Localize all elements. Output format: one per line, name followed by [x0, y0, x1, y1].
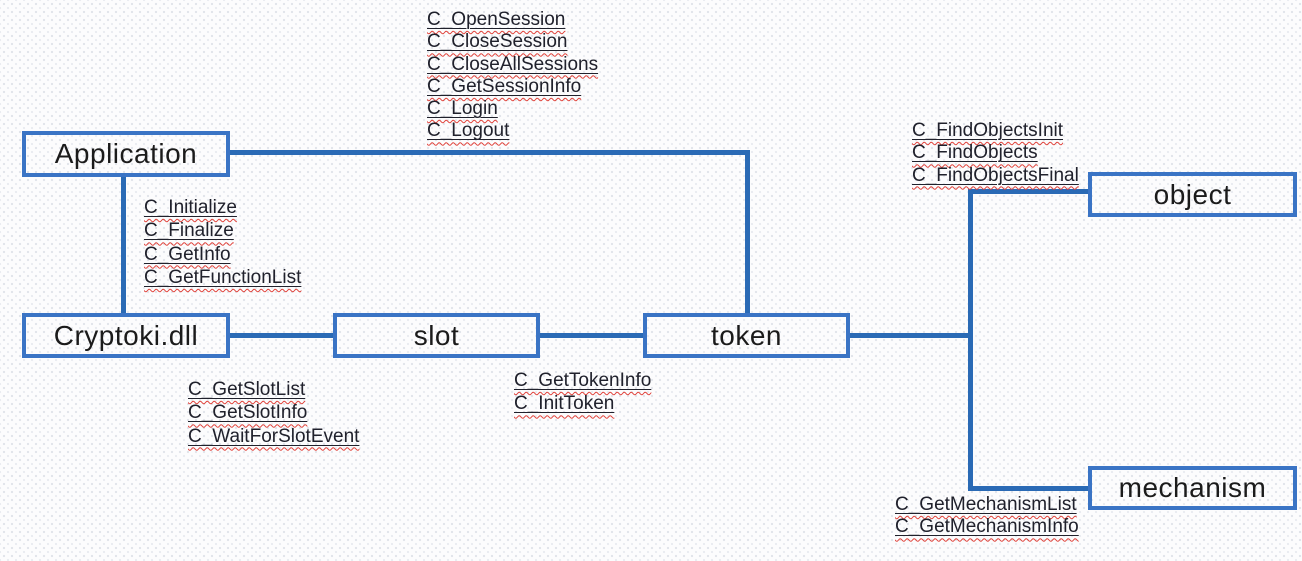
function-item: C_Initialize — [144, 196, 301, 219]
connector-token-branch — [849, 333, 973, 338]
function-item: C_GetTokenInfo — [514, 369, 651, 392]
function-item: C_OpenSession — [427, 9, 598, 31]
box-mechanism-label: mechanism — [1118, 472, 1267, 503]
function-item: C_WaitForSlotEvent — [188, 425, 359, 448]
function-group-object: C_FindObjectsInit C_FindObjects C_FindOb… — [912, 120, 1079, 187]
connector-slot-token — [539, 333, 644, 338]
box-cryptoki-dll: Cryptoki.dll — [22, 313, 230, 358]
function-label: C_Login — [427, 98, 498, 120]
function-label: C_CloseSession — [427, 31, 568, 53]
function-group-slot: C_GetSlotList C_GetSlotInfo C_WaitForSlo… — [188, 378, 359, 448]
function-item: C_Finalize — [144, 219, 301, 242]
connector-cryptoki-slot — [229, 333, 334, 338]
function-label: C_Logout — [427, 120, 510, 142]
connector-application-cryptoki — [121, 176, 126, 314]
function-label: C_GetTokenInfo — [514, 370, 652, 391]
function-item: C_GetMechanismInfo — [895, 516, 1079, 538]
function-group-mechanism: C_GetMechanismList C_GetMechanismInfo — [895, 494, 1079, 539]
function-item: C_FindObjectsInit — [912, 120, 1079, 142]
function-group-session: C_OpenSession C_CloseSession C_CloseAllS… — [427, 9, 598, 143]
box-mechanism: mechanism — [1088, 466, 1297, 510]
function-label: C_InitToken — [514, 393, 615, 415]
function-item: C_FindObjectsFinal — [912, 165, 1079, 187]
box-application: Application — [22, 131, 230, 177]
function-label: C_OpenSession — [427, 9, 566, 30]
connector-branch-vertical — [968, 189, 973, 491]
function-label: C_GetMechanismInfo — [895, 516, 1079, 538]
function-item: C_Login — [427, 98, 598, 120]
function-item: C_Logout — [427, 120, 598, 142]
function-label: C_GetSessionInfo — [427, 75, 582, 97]
function-item: C_FindObjects — [912, 142, 1079, 164]
connector-branch-object — [968, 189, 1089, 194]
function-label: C_FindObjectsInit — [912, 120, 1064, 141]
box-slot-label: slot — [413, 319, 460, 351]
function-item: C_GetInfo — [144, 243, 301, 266]
function-item: C_InitToken — [514, 392, 651, 415]
connector-application-token-horizontal — [229, 150, 750, 155]
box-slot: slot — [333, 313, 540, 358]
box-token: token — [643, 313, 850, 358]
box-object-label: object — [1153, 178, 1232, 210]
box-application-label: Application — [54, 138, 198, 169]
connector-branch-mechanism — [968, 486, 1089, 491]
function-item: C_GetSessionInfo — [427, 76, 598, 98]
function-group-general: C_Initialize C_Finalize C_GetInfo C_GetF… — [144, 196, 301, 289]
function-item: C_GetMechanismList — [895, 494, 1079, 516]
function-label: C_FindObjects — [912, 142, 1038, 164]
function-group-token: C_GetTokenInfo C_InitToken — [514, 369, 651, 416]
function-label: C_GetSlotInfo — [188, 402, 308, 424]
box-token-label: token — [711, 319, 782, 351]
function-label: C_GetSlotList — [188, 379, 306, 400]
function-label: C_CloseAllSessions — [427, 53, 599, 75]
function-label: C_Finalize — [144, 220, 234, 242]
function-label: C_GetFunctionList — [144, 266, 302, 288]
function-label: C_GetMechanismList — [895, 494, 1077, 515]
function-item: C_CloseSession — [427, 31, 598, 53]
function-item: C_CloseAllSessions — [427, 54, 598, 76]
function-label: C_Initialize — [144, 197, 237, 218]
box-object: object — [1088, 172, 1297, 217]
function-item: C_GetSlotInfo — [188, 401, 359, 424]
function-label: C_FindObjectsFinal — [912, 164, 1079, 186]
function-item: C_GetSlotList — [188, 378, 359, 401]
connector-application-token-vertical — [745, 150, 750, 314]
box-cryptoki-dll-label: Cryptoki.dll — [53, 319, 199, 351]
function-label: C_GetInfo — [144, 243, 231, 265]
function-label: C_WaitForSlotEvent — [188, 425, 360, 447]
function-item: C_GetFunctionList — [144, 266, 301, 289]
